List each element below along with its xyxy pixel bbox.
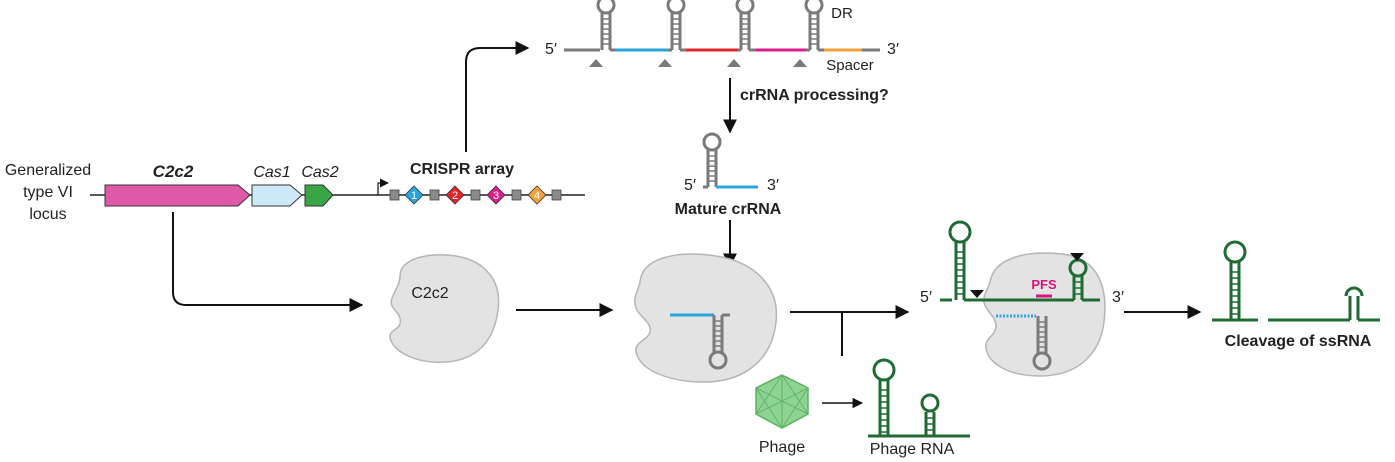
- processing-site-marker: [589, 59, 603, 67]
- phage-icon: [755, 374, 809, 429]
- cas1-gene: [251, 184, 303, 207]
- cas1-gene-label: Cas1: [253, 164, 290, 181]
- c2c2-protein-label: C2c2: [411, 285, 448, 302]
- cas2-gene: [304, 184, 334, 207]
- direct-repeat-hairpin: [804, 0, 824, 52]
- processing-site-marker: [793, 59, 807, 67]
- crispr-array-label: CRISPR array: [410, 161, 514, 178]
- locus-label-line3: locus: [29, 206, 66, 223]
- direct-repeat-box: [551, 189, 562, 201]
- phage-label: Phage: [759, 439, 805, 456]
- cleavage-label: Cleavage of ssRNA: [1225, 333, 1372, 350]
- mature-crrna-label: Mature crRNA: [675, 201, 782, 218]
- direct-repeat-box: [511, 189, 522, 201]
- mature-crrna-five-prime: 5′: [684, 177, 696, 194]
- cas2-gene-label: Cas2: [301, 164, 338, 181]
- c2c2-protein: [389, 254, 500, 363]
- spacer-4-diamond: [527, 185, 547, 205]
- spacer-2-label: 2: [452, 190, 458, 202]
- direct-repeat-hairpin: [666, 0, 686, 52]
- promoter-arrow: [377, 178, 389, 195]
- target-three-prime: 3′: [1112, 289, 1124, 306]
- translation-arrow: [172, 212, 364, 312]
- processing-site-marker: [727, 59, 741, 67]
- mature-crrna-hairpin: [702, 132, 722, 189]
- locus-label-line2: type VI: [23, 184, 73, 201]
- direct-repeat-box: [389, 189, 400, 201]
- direct-repeat-box: [429, 189, 440, 201]
- spacer-1-label: 1: [411, 190, 417, 202]
- spacer-4-label: 4: [534, 190, 540, 202]
- phage-rna: [868, 358, 970, 438]
- target-five-prime: 5′: [920, 289, 932, 306]
- locus-label-line1: Generalized: [5, 162, 91, 179]
- pre-crrna-three-prime: 3′: [887, 41, 899, 58]
- crrna-processing-label: crRNA processing?: [740, 87, 889, 104]
- spacer-3-diamond: [486, 185, 506, 205]
- c2c2-gene: [104, 184, 251, 207]
- transcription-arrow: [465, 41, 530, 152]
- phage-rna-label: Phage RNA: [870, 441, 955, 458]
- dr-label: DR: [831, 5, 853, 22]
- cleaved-fragment-1: [1212, 240, 1258, 322]
- spacer-1-diamond: [404, 185, 424, 205]
- c2c2-gene-label: C2c2: [153, 162, 194, 181]
- cleavage-site-marker: [970, 290, 984, 298]
- direct-repeat-hairpin: [596, 0, 616, 52]
- mature-crrna-three-prime: 3′: [767, 177, 779, 194]
- cleavage-site-marker: [1070, 253, 1084, 261]
- pfs-label: PFS: [1031, 277, 1057, 292]
- spacer-label: Spacer: [826, 57, 874, 74]
- spacer-2-diamond: [445, 185, 465, 205]
- c2c2-crrna-complex: [633, 253, 778, 383]
- pre-crrna-five-prime: 5′: [545, 41, 557, 58]
- processing-site-marker: [658, 59, 672, 67]
- cleaved-fragment-2: [1268, 286, 1380, 322]
- direct-repeat-hairpin: [735, 0, 755, 52]
- direct-repeat-box: [470, 189, 481, 201]
- target-ssrna: [940, 220, 1100, 302]
- spacer-3-label: 3: [493, 190, 499, 202]
